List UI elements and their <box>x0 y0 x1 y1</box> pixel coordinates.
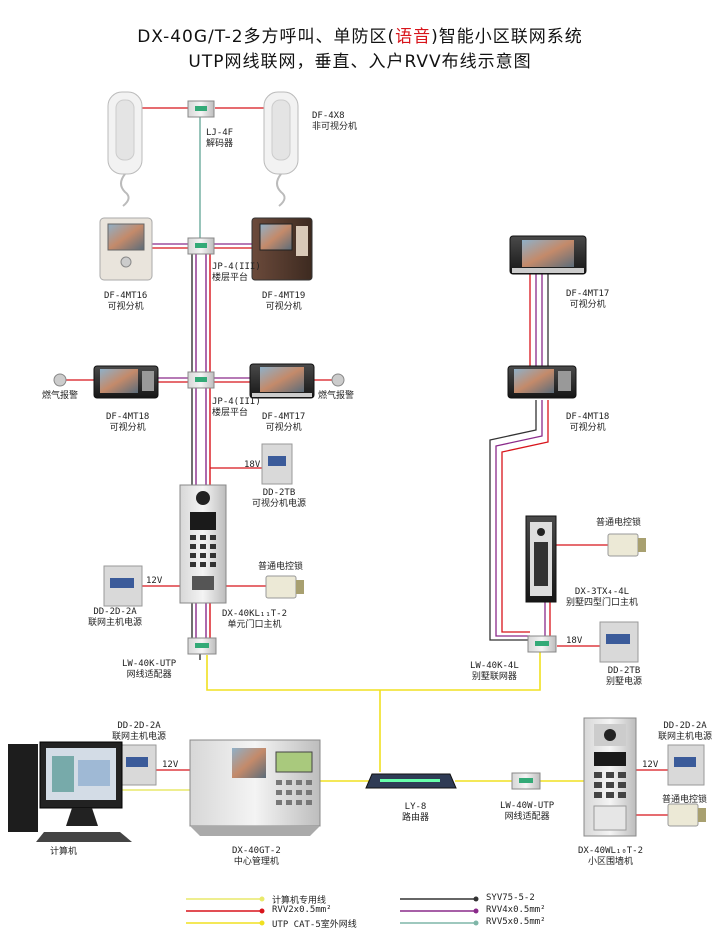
lock-2 <box>607 533 646 557</box>
junction-lj4f <box>187 100 215 118</box>
router-ly8 <box>365 773 457 789</box>
legend-label-2: UTP CAT-5室外网线 <box>272 920 357 930</box>
gas-alarm-left <box>53 373 67 387</box>
junction-lw40kutp <box>187 637 217 655</box>
power-dd2tb-2 <box>599 621 639 663</box>
legend-label-1: RVV2x0.5mm² <box>272 905 332 915</box>
legend-label-5: RVV5x0.5mm² <box>486 917 546 927</box>
label-12v-a: 12V <box>146 576 163 586</box>
diagram-title-line1: DX-40G/T-2多方呼叫、单防区(语音)智能小区联网系统 <box>137 27 583 47</box>
legend-lines <box>186 896 479 926</box>
label-12v-b: 12V <box>162 760 179 770</box>
label-lock-1: 普通电控锁 <box>258 562 304 572</box>
label-jp4-2: JP-4(III)楼层平台 <box>212 397 261 418</box>
legend-label-0: 计算机专用线 <box>272 896 327 906</box>
junction-jp4-2 <box>187 371 215 389</box>
lock-1 <box>265 575 304 599</box>
power-dd2d2a-1 <box>103 565 143 607</box>
legend-label-4: RVV4x0.5mm² <box>486 905 546 915</box>
label-18v-a: 18V <box>244 460 261 470</box>
label-lock-3: 普通电控锁 <box>662 795 708 805</box>
legend-label-3: SYV75-5-2 <box>486 893 535 903</box>
junction-lw40k4l <box>527 635 557 653</box>
label-lock-2: 普通电控锁 <box>596 518 642 528</box>
monitor-df4mt16 <box>99 217 153 281</box>
junction-jp4-1 <box>187 237 215 255</box>
power-dd2tb-1 <box>261 443 293 485</box>
door-station-dx3tx <box>525 515 557 603</box>
door-station-dx40kl <box>179 484 227 604</box>
label-gas-left: 燃气报警 <box>42 391 79 401</box>
label-gas-right: 燃气报警 <box>318 391 355 401</box>
monitor-df4mt18-right <box>507 365 577 399</box>
monitor-df4mt17-center <box>249 363 315 399</box>
management-dx40gt2 <box>189 739 321 836</box>
monitor-df4mt19 <box>251 217 313 281</box>
label-jp4-1: JP-4(III)楼层平台 <box>212 262 261 283</box>
handset-left <box>107 91 143 207</box>
power-dd2d2a-2 <box>119 744 157 786</box>
wall-station-dx40wl <box>583 717 637 837</box>
label-12v-c: 12V <box>642 760 659 770</box>
monitor-df4mt17-right <box>509 235 587 275</box>
lock-3 <box>667 803 706 827</box>
label-computer: 计算机 <box>50 847 78 857</box>
diagram-title-line2: UTP网线联网，垂直、入户RVV布线示意图 <box>188 52 532 72</box>
monitor-df4mt18-left <box>93 365 159 399</box>
gas-alarm-right <box>331 373 345 387</box>
label-18v-b: 18V <box>566 636 583 646</box>
computer-illustration <box>8 741 132 842</box>
power-dd2d2a-3 <box>667 744 705 786</box>
junction-lw40wutp <box>511 772 541 790</box>
handset-right <box>263 91 299 207</box>
